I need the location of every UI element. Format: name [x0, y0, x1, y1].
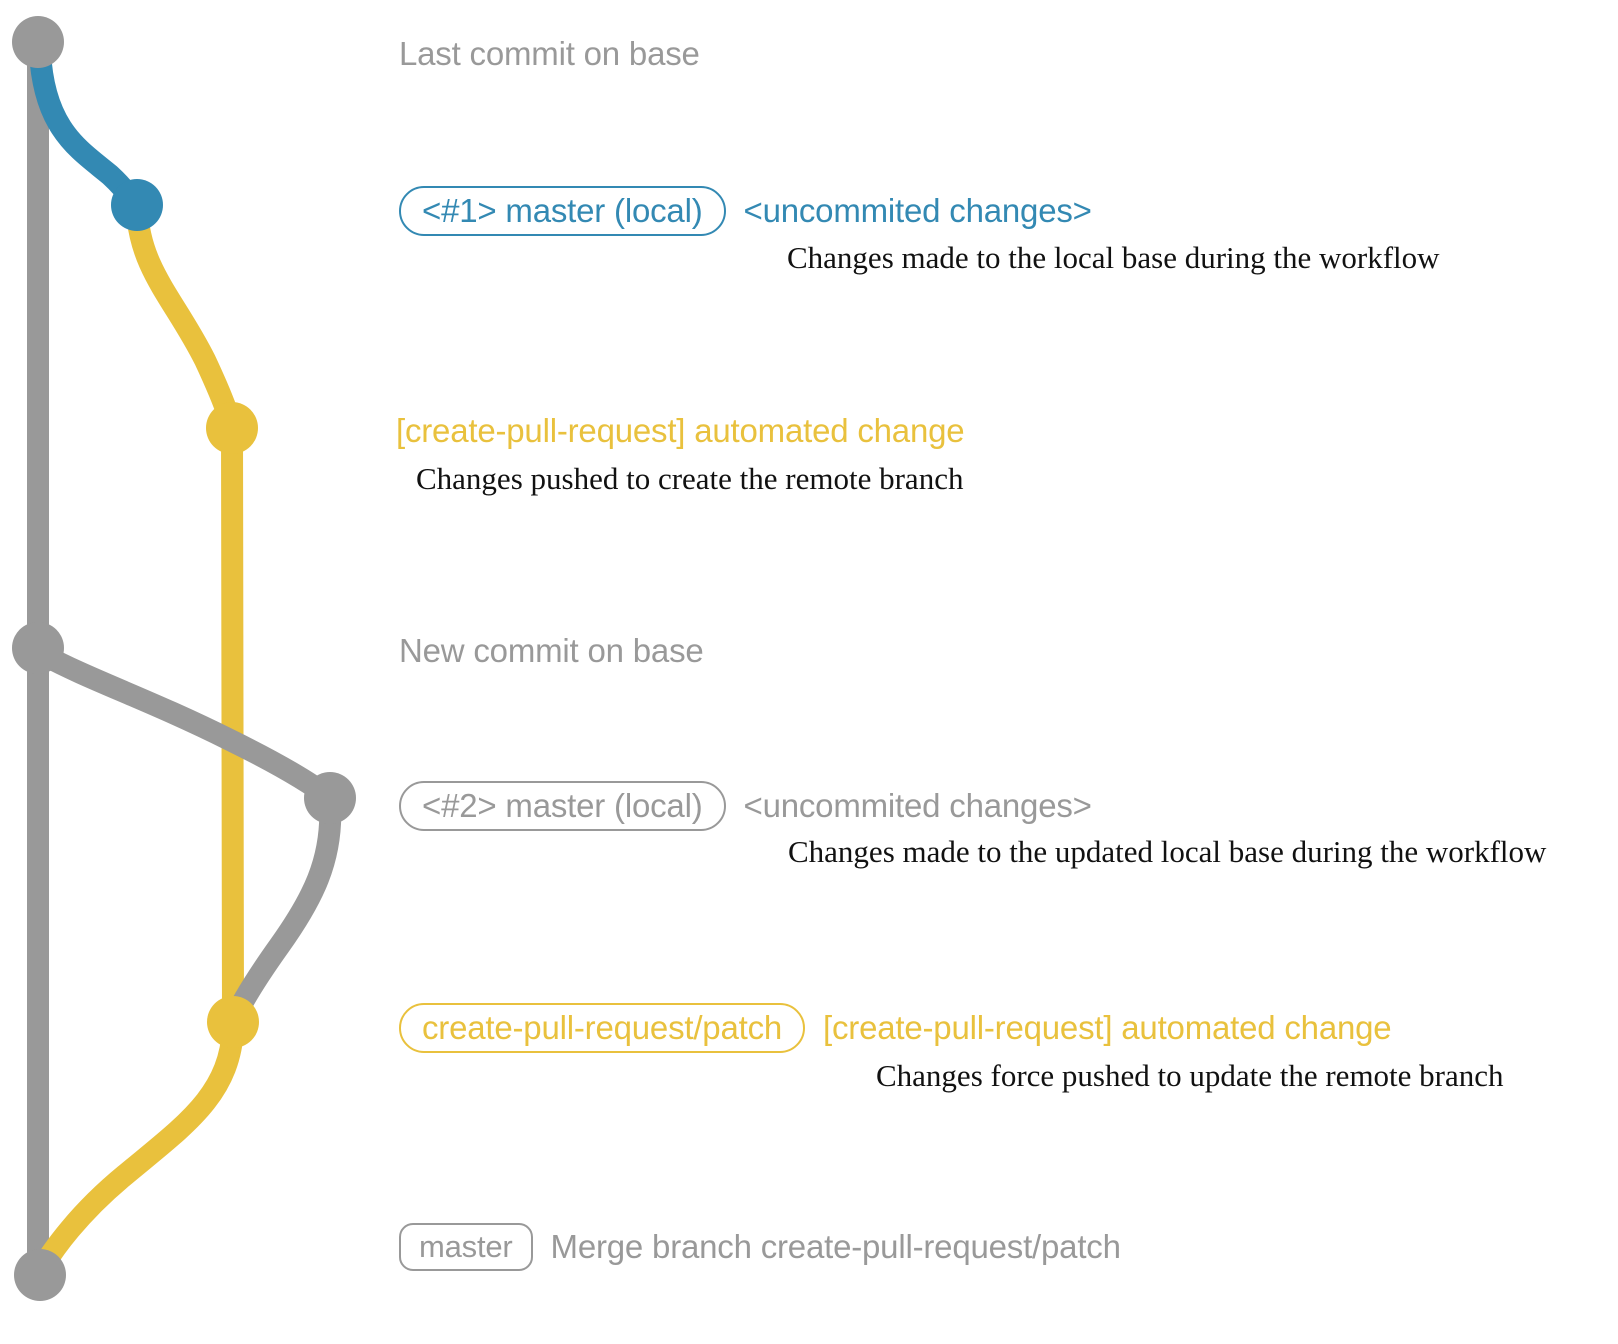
branch-line-merge-patch: [29, 1017, 244, 1283]
branch-pill-master-local-2[interactable]: <#2> master (local): [399, 781, 726, 831]
commit-node-merge-commit[interactable]: [14, 1249, 66, 1301]
commit-subject: <uncommited changes>: [743, 192, 1092, 229]
commit-description-automated-change-2: Changes force pushed to update the remot…: [876, 1058, 1504, 1093]
entry-last-commit-on-base: Last commit on base: [399, 35, 700, 73]
commit-subject: New commit on base: [399, 632, 704, 669]
commit-node-last-commit-on-base[interactable]: [12, 16, 64, 68]
commit-description-automated-change-1: Changes pushed to create the remote bran…: [416, 461, 964, 496]
commit-node-new-commit-on-base[interactable]: [12, 622, 64, 674]
commit-node-automated-change-1[interactable]: [206, 402, 258, 454]
branch-pill-master-local-1[interactable]: <#1> master (local): [399, 186, 726, 236]
commit-node-automated-change-2[interactable]: [207, 996, 259, 1048]
commit-node-master-local-2[interactable]: [304, 772, 356, 824]
entry-master-local-1: <#1> master (local) <uncommited changes>: [399, 186, 1092, 236]
entry-master-local-2: <#2> master (local) <uncommited changes>: [399, 781, 1092, 831]
commit-subject: [create-pull-request] automated change: [823, 1009, 1392, 1046]
commit-subject: [create-pull-request] automated change: [396, 412, 965, 449]
branch-line-local-2-in: [222, 793, 342, 1033]
branch-line-local-2-out: [33, 644, 341, 809]
commit-subject: Last commit on base: [399, 35, 700, 72]
entry-merge-commit: master Merge branch create-pull-request/…: [399, 1223, 1121, 1271]
branch-line-local-1: [29, 41, 148, 216]
branch-line-patch-trunk: [221, 417, 244, 1033]
branch-pill-master[interactable]: master: [399, 1223, 533, 1271]
entry-new-commit-on-base: New commit on base: [399, 632, 704, 670]
commit-subject: Merge branch create-pull-request/patch: [550, 1228, 1121, 1265]
commit-subject: <uncommited changes>: [743, 787, 1092, 824]
entry-automated-change-1: [create-pull-request] automated change: [396, 412, 965, 450]
commit-node-master-local-1[interactable]: [111, 179, 163, 231]
branch-line-patch-create: [126, 199, 243, 439]
entry-automated-change-2: create-pull-request/patch [create-pull-r…: [399, 1003, 1392, 1053]
branch-pill-create-pull-request-patch[interactable]: create-pull-request/patch: [399, 1003, 806, 1053]
commit-description-master-local-2: Changes made to the updated local base d…: [788, 834, 1547, 869]
commit-description-master-local-1: Changes made to the local base during th…: [787, 240, 1440, 275]
